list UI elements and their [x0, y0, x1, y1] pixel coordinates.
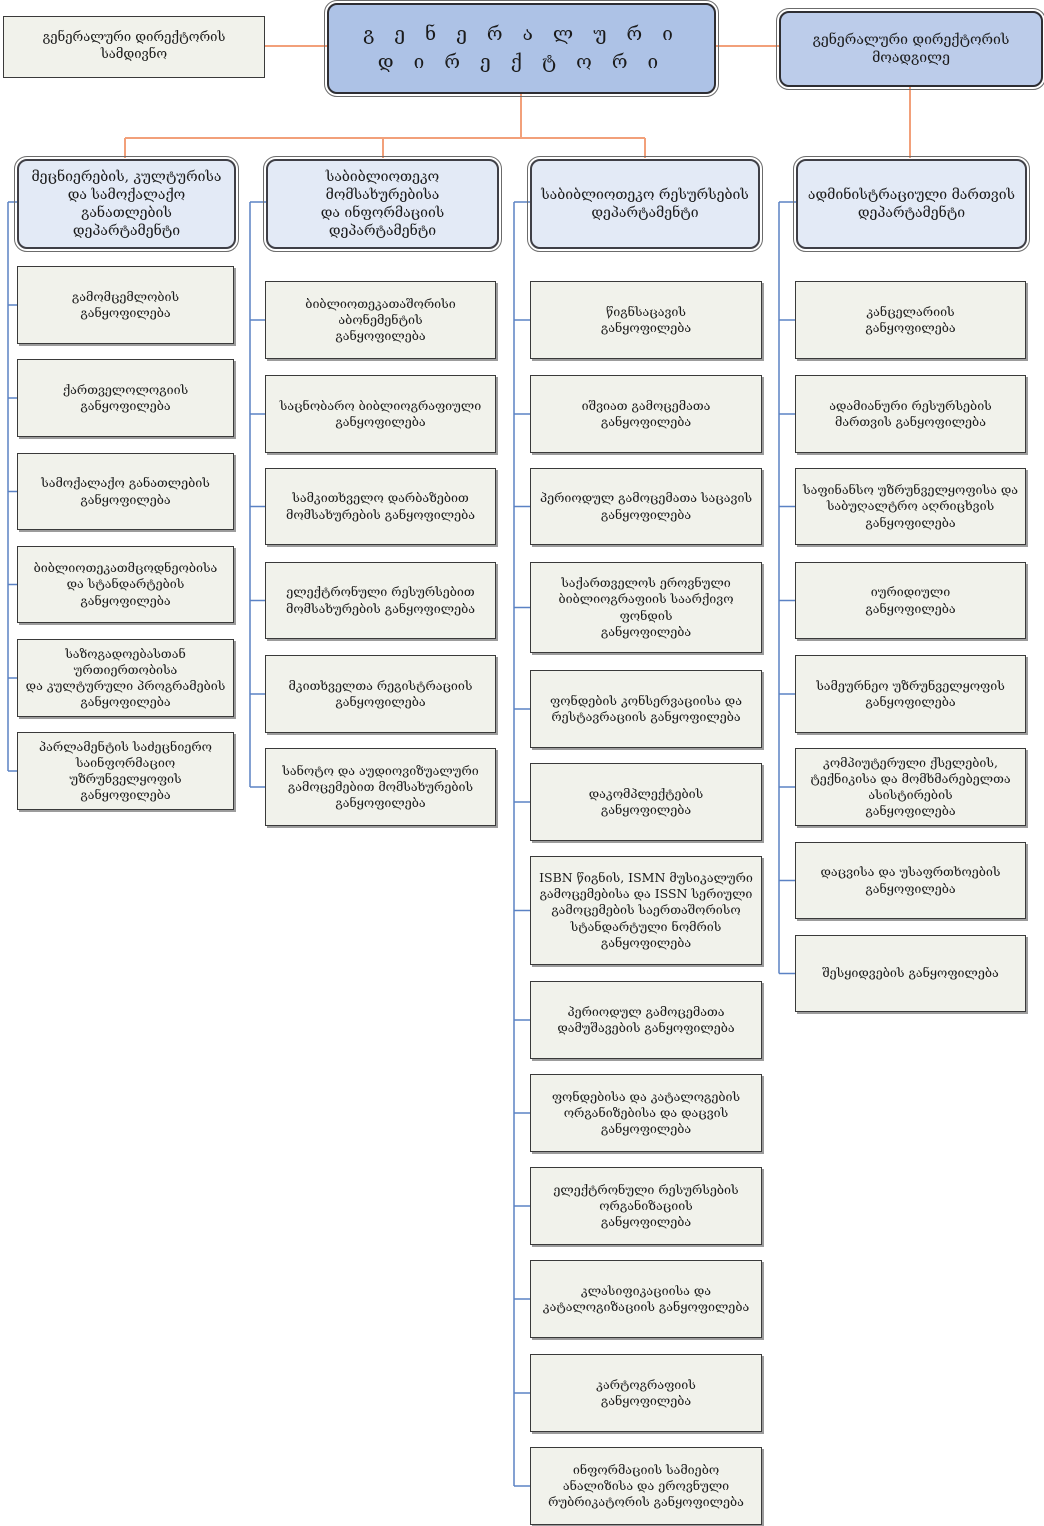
- unit-box: კომპიუტერული ქსელების, ტექნიკისა და მომხ…: [795, 748, 1026, 826]
- unit-box: იურიდიული განყოფილება: [795, 562, 1026, 639]
- unit-box: საცნობარო ბიბლიოგრაფიული განყოფილება: [265, 375, 496, 453]
- unit-box: გამომცემლობის განყოფილება: [17, 266, 234, 344]
- unit-box: საფინანსო უზრუნველყოფისა და საბუღალტრო ა…: [795, 468, 1026, 545]
- unit-box: პარლამენტის საძეცნიერო საინფორმაციო უზრუ…: [17, 732, 234, 810]
- unit-box: პერიოდულ გამოცემათა დამუშავების განყოფილ…: [530, 981, 762, 1059]
- unit-box: ბიბლიოთეკათაშორისი აბონემენტის განყოფილე…: [265, 281, 496, 359]
- deputy-box: გენერალური დირექტორის მოადგილე: [776, 8, 1044, 90]
- unit-box: წიგნსაცავის განყოფილება: [530, 281, 762, 359]
- unit-box: საზოგადოებასთან ურთიერთობისა და კულტურულ…: [17, 639, 234, 717]
- unit-box: ელექტრონული რესურსებით მომსახურების განყ…: [265, 562, 496, 639]
- unit-box: სამოქალაქო განათლების განყოფილება: [17, 453, 234, 530]
- unit-box: ფონდებისა და კატალოგების ორგანიზებისა და…: [530, 1074, 762, 1152]
- unit-box: ISBN წიგნის, ISMN მუსიკალური გამოცემების…: [530, 856, 762, 965]
- department-box-0: მეცნიერების, კულტურისა და სამოქალაქო გან…: [14, 156, 239, 252]
- unit-box: სამეურნეო უზრუნველყოფის განყოფილება: [795, 655, 1026, 733]
- department-box-3: ადმინისტრაციული მართვის დეპარტამენტი: [793, 156, 1030, 252]
- unit-box: პერიოდულ გამოცემათა საცავის განყოფილება: [530, 468, 762, 545]
- director-box: გ ე ნ ე რ ა ლ უ რ ი დ ი რ ე ქ ტ ო რ ი: [324, 0, 719, 97]
- unit-box: კლასიფიკაციისა და კატალოგიზაციის განყოფი…: [530, 1260, 762, 1338]
- unit-box: ინფორმაციის სამიებო ანალიზისა და ეროვნულ…: [530, 1447, 762, 1525]
- unit-box: კანცელარიის განყოფილება: [795, 281, 1026, 359]
- unit-box: ელექტრონული რესურსების ორგანიზაციის განყ…: [530, 1167, 762, 1245]
- department-box-1: საბიბლიოთეკო მომსახურებისა და ინფორმაციი…: [263, 156, 502, 252]
- unit-box: ბიბლიოთეკათმცოდნეობისა და სტანდარტების გ…: [17, 546, 234, 623]
- unit-box: სანოტო და აუდიოვიზუალური გამოცემებით მომ…: [265, 748, 496, 826]
- unit-box: ფონდების კონსერვაციისა და რესტავრაციის გ…: [530, 670, 762, 748]
- unit-box: დაკომპლექტების განყოფილება: [530, 763, 762, 841]
- unit-box: კარტოგრაფიის განყოფილება: [530, 1354, 762, 1432]
- unit-box: ადამიანური რესურსების მართვის განყოფილებ…: [795, 375, 1026, 453]
- unit-box: სამკითხველო დარბაზებით მომსახურების განყ…: [265, 468, 496, 545]
- department-box-2: საბიბლიოთეკო რესურსების დეპარტამენტი: [527, 156, 763, 252]
- unit-box: მკითხველთა რეგისტრაციის განყოფილება: [265, 655, 496, 733]
- unit-box: შესყიდვების განყოფილება: [795, 935, 1026, 1012]
- office-box: გენერალური დირექტორის სამდივნო: [3, 16, 265, 78]
- unit-box: საქართველოს ეროვნული ბიბლიოგრაფიის საარქ…: [530, 562, 762, 653]
- unit-box: დაცვისა და უსაფრთხოების განყოფილება: [795, 842, 1026, 919]
- unit-box: იშვიათ გამოცემათა განყოფილება: [530, 375, 762, 453]
- unit-box: ქართველოლოგიის განყოფილება: [17, 359, 234, 437]
